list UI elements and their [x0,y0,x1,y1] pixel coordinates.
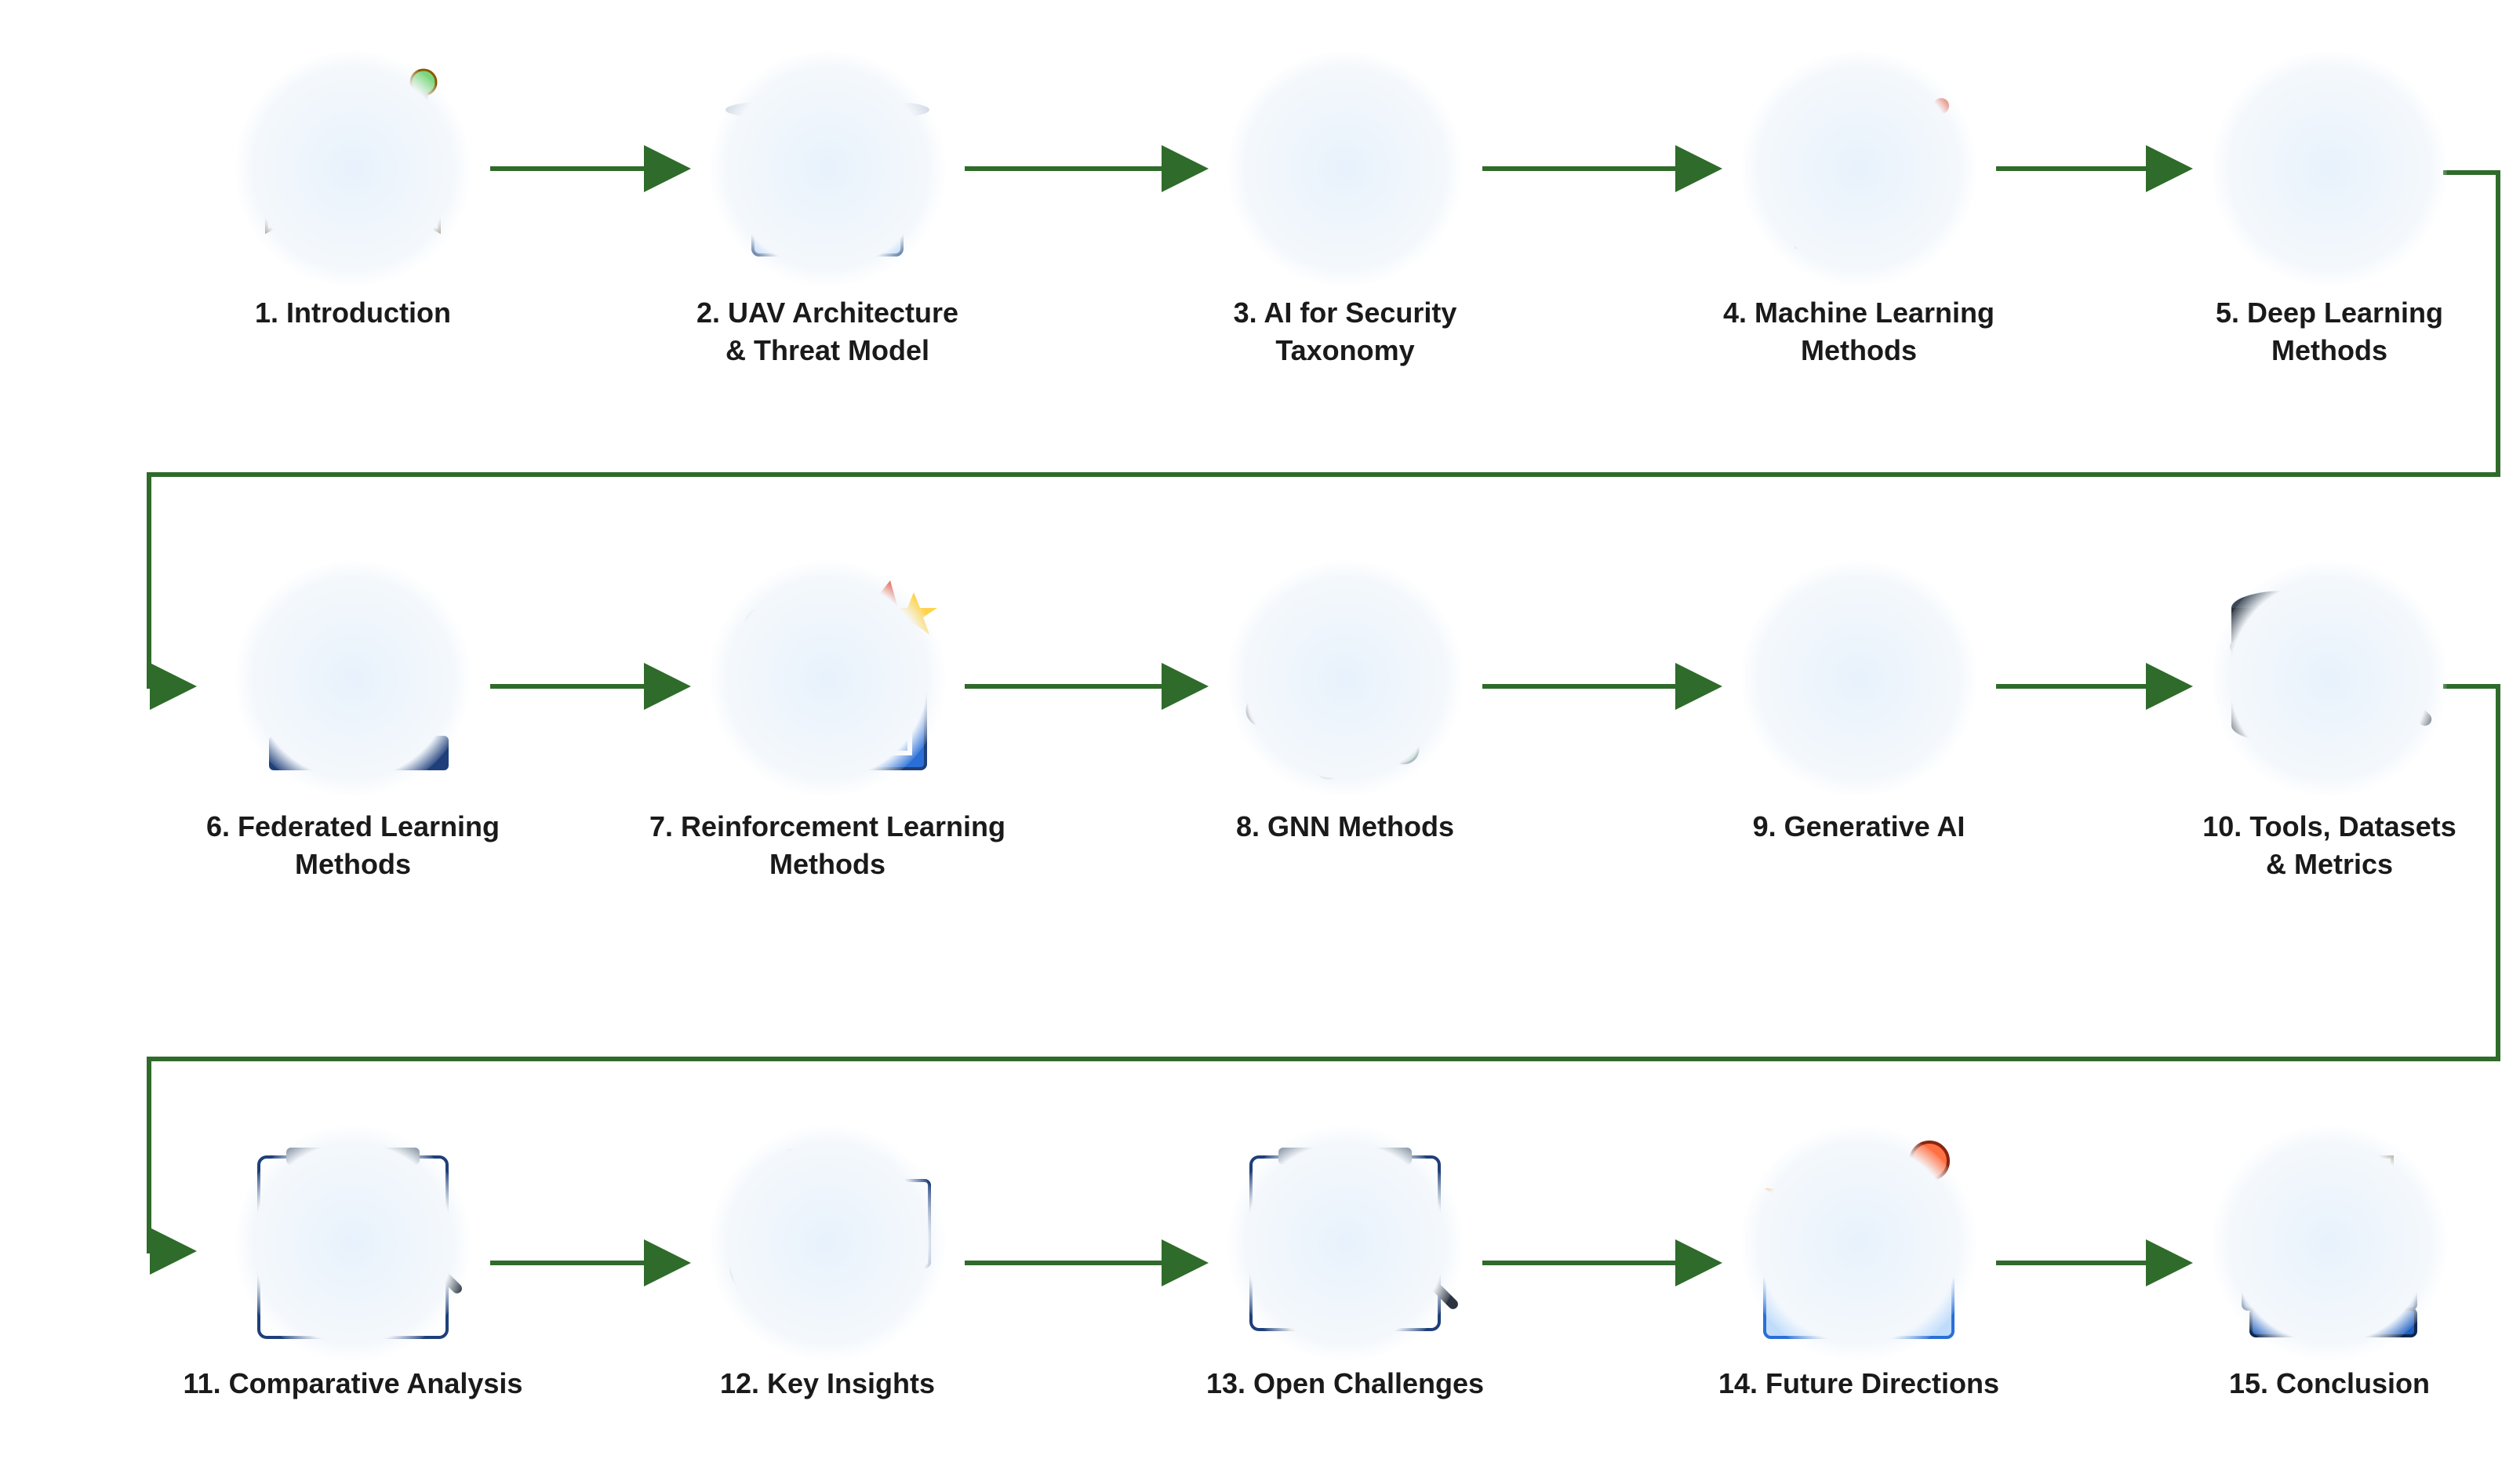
step-label-line: 7. Reinforcement Learning [649,810,1006,842]
step-label-line: 11. Comparative Analysis [183,1367,523,1399]
step-label-9: 9. Generative AI [1639,808,2078,846]
cloud-lock-devices-icon [235,561,471,796]
step-label-line: & Threat Model [725,334,929,366]
step-label-8: 8. GNN Methods [1125,808,1565,846]
step-label-line: Methods [2271,334,2387,366]
connector-wrap-5-6 [147,170,2500,710]
database-magnifier-gears-icon [2212,561,2447,796]
step-label-line: 12. Key Insights [719,1367,936,1399]
drone-circuit-icon [710,51,945,286]
step-label-line: Methods [295,848,411,880]
step-label-1: 1. Introduction [133,294,573,332]
step-label-13: 13. Open Challenges [1125,1365,1565,1403]
step-label-line: 3. AI for Security [1233,297,1457,329]
step-label-2: 2. UAV Architecture & Threat Model [608,294,1047,369]
step-label-line: Taxonomy [1275,334,1415,366]
graph-network-icon [1227,561,1463,796]
step-label-line: Methods [769,848,885,880]
open-book-lightbulbs-icon [235,51,471,286]
step-label-line: 2. UAV Architecture [696,297,959,329]
scroll-books-ribbon-icon [2212,1126,2447,1361]
lightbulb-key-magnifier-icon [710,1126,945,1361]
robot-maze-icon [710,561,945,796]
lightbulb-sparks-icon [1741,561,1976,796]
robot-head-gears-icon [1741,51,1976,286]
step-label-line: 5. Deep Learning [2215,297,2444,329]
clipboards-warning-icon [1227,1126,1463,1361]
neural-brain-icon [2212,51,2447,286]
clipboard-taxonomy-icon [1227,51,1463,286]
step-label-line: 1. Introduction [255,297,451,329]
step-label-line: 15. Conclusion [2228,1367,2431,1399]
step-label-line: & Metrics [2265,848,2394,880]
step-label-line: 4. Machine Learning [1722,297,1995,329]
clipboards-charts-icon [235,1126,471,1361]
step-label-line: 6. Federated Learning [205,810,500,842]
step-label-12: 12. Key Insights [608,1365,1047,1403]
step-label-15: 15. Conclusion [2110,1365,2520,1403]
signpost-map-icon [1741,1126,1976,1361]
step-label-line: 14. Future Directions [1718,1367,2000,1399]
step-label-line: 8. GNN Methods [1235,810,1454,842]
step-label-line: 9. Generative AI [1752,810,1965,842]
step-label-line: 10. Tools, Datasets [2202,810,2456,842]
step-label-10: 10. Tools, Datasets & Metrics [2110,808,2520,883]
step-label-line: 13. Open Challenges [1205,1367,1485,1399]
connector-wrap-10-11 [147,684,2500,1275]
step-label-14: 14. Future Directions [1639,1365,2078,1403]
step-label-11: 11. Comparative Analysis [133,1365,573,1403]
step-label-line: Methods [1801,334,1917,366]
